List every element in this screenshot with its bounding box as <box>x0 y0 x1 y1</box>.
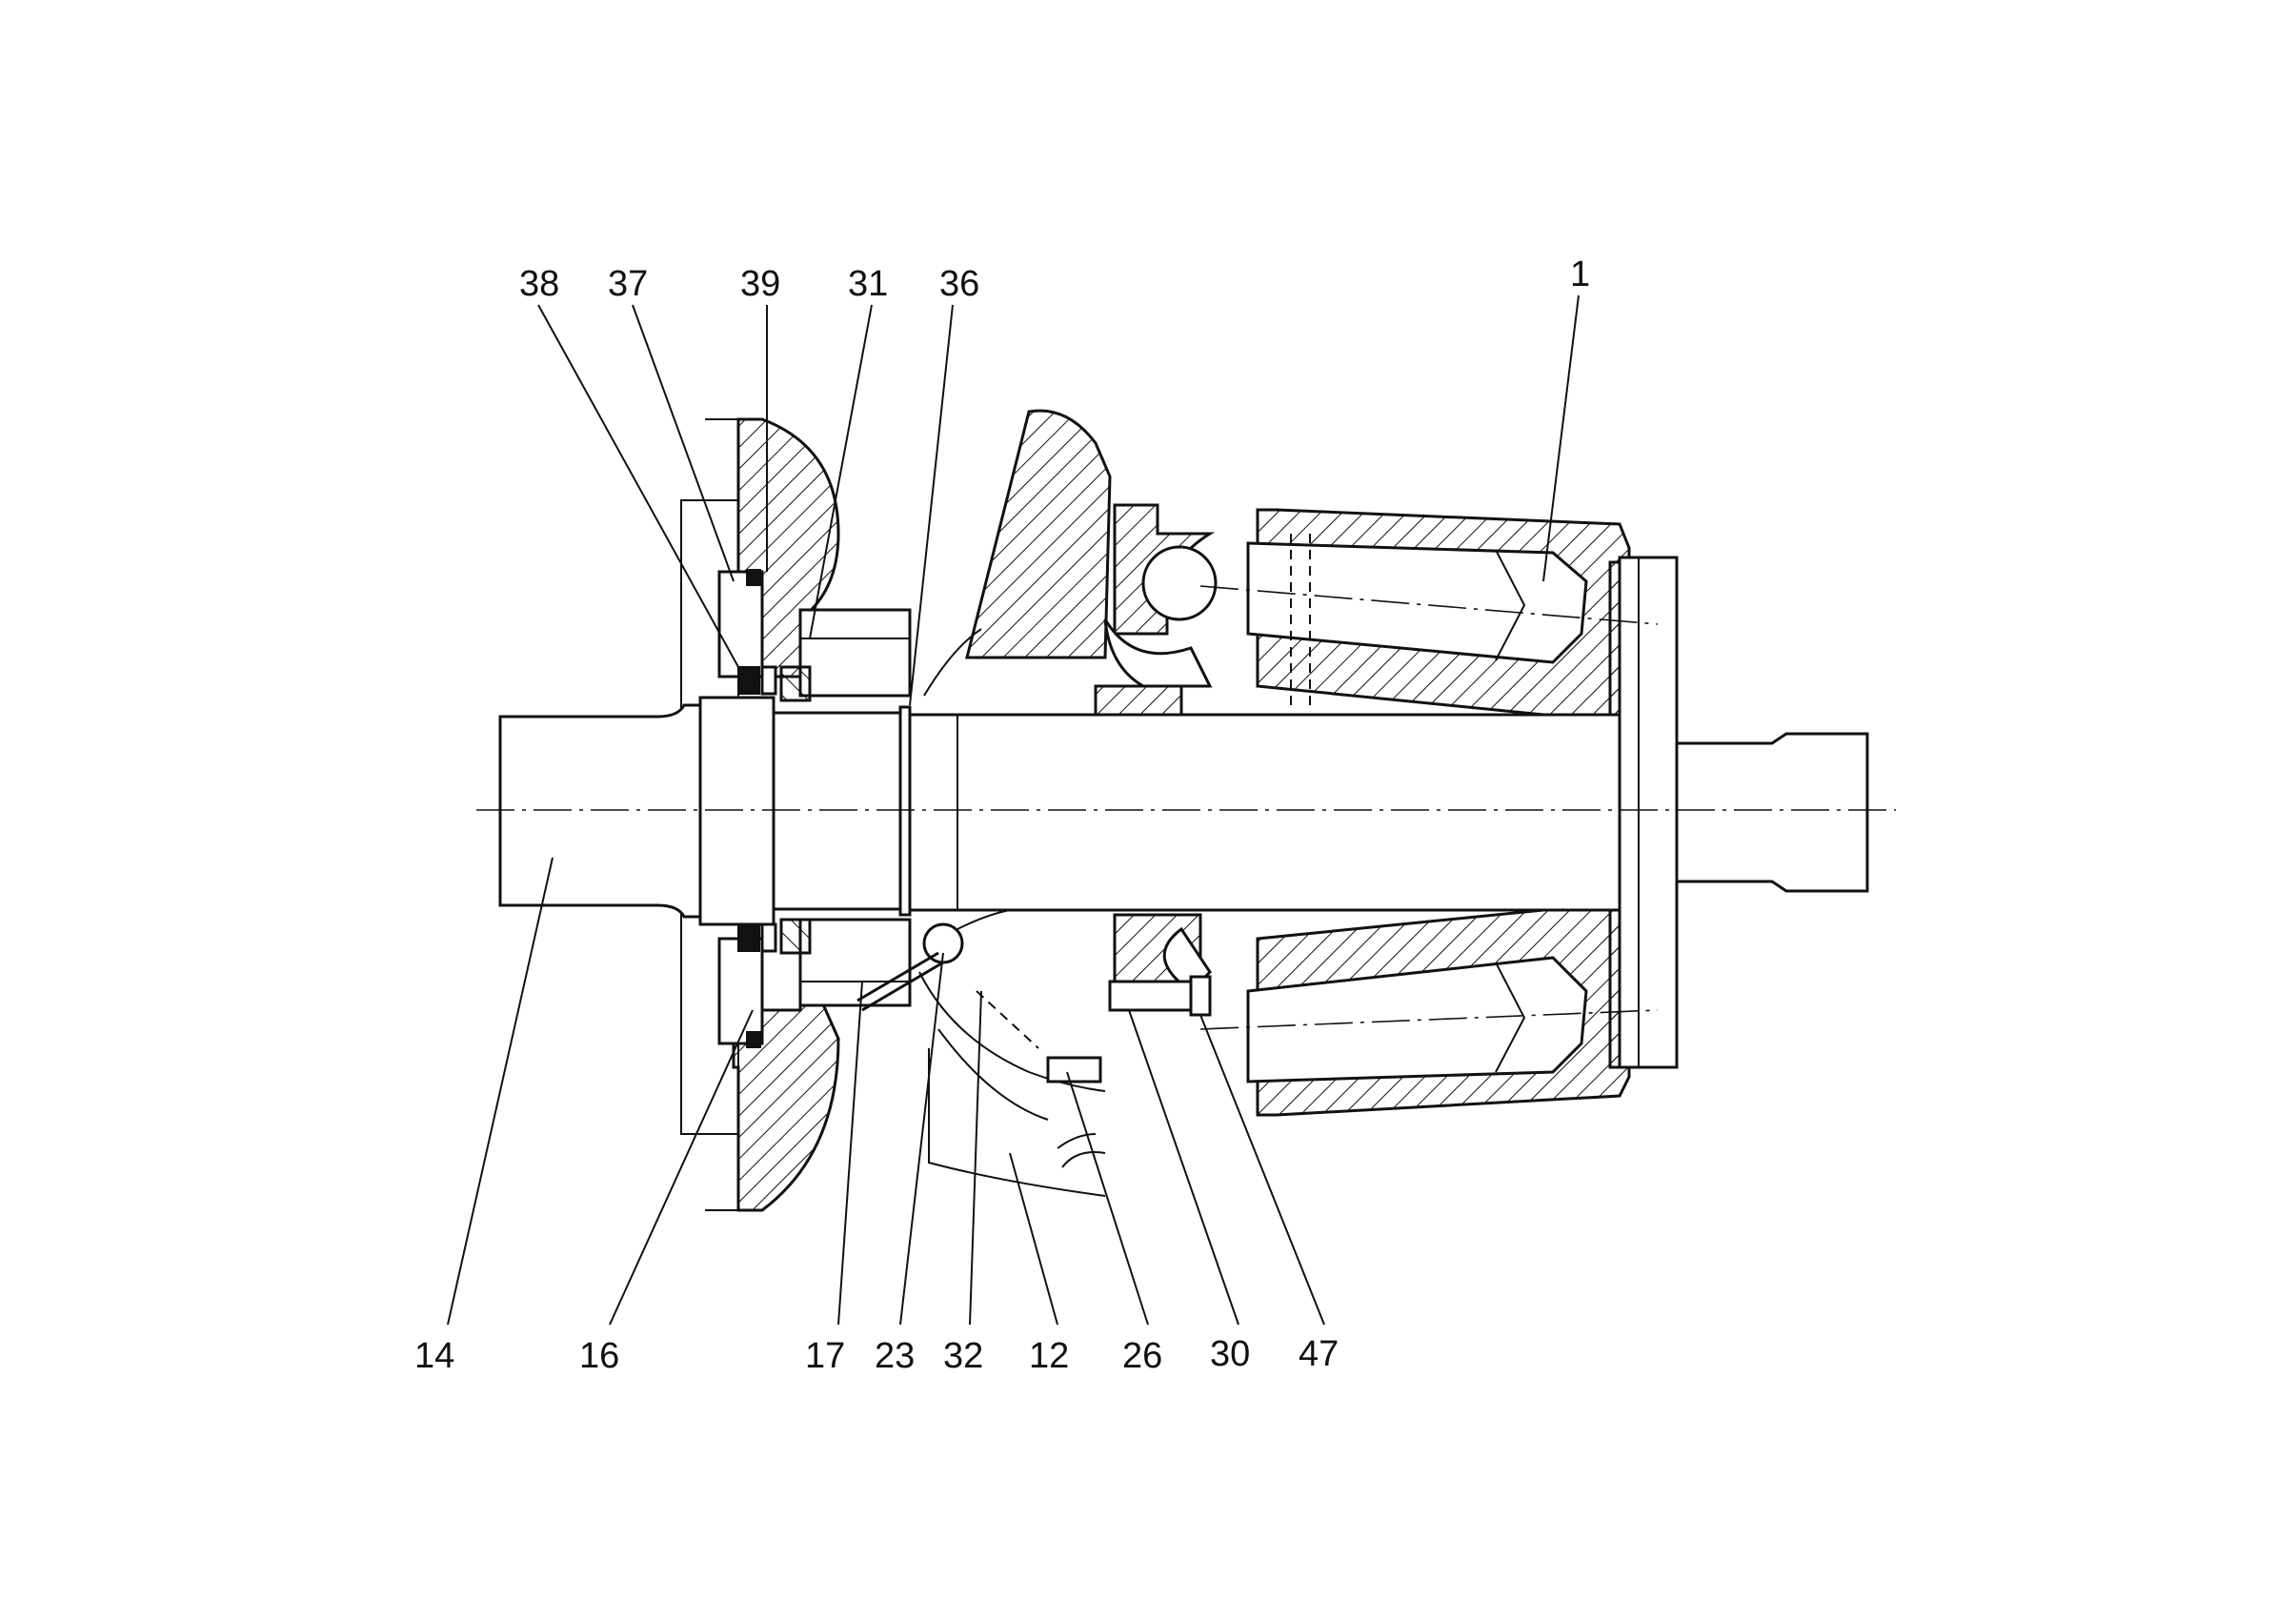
callout-16: 16 <box>579 1336 619 1376</box>
callout-32: 32 <box>943 1336 983 1376</box>
piston-axis-upper <box>1199 585 1659 625</box>
piston-upper <box>1103 534 1588 710</box>
callout-36: 36 <box>939 264 979 304</box>
callout-30: 30 <box>1210 1334 1250 1374</box>
callout-1: 1 <box>1570 254 1590 294</box>
callout-37: 37 <box>608 264 648 304</box>
retainer-ball <box>856 909 1011 1012</box>
callouts-top: 38 37 39 31 36 1 <box>519 254 1590 304</box>
port-plate <box>1618 556 1679 1069</box>
pin <box>1108 975 1212 1017</box>
callout-23: 23 <box>875 1336 915 1376</box>
callout-14: 14 <box>414 1336 454 1376</box>
callout-47: 47 <box>1299 1334 1339 1374</box>
callout-12: 12 <box>1029 1336 1069 1376</box>
leader-lines <box>447 294 1580 1326</box>
callouts-bottom: 14 16 17 23 32 12 26 30 47 <box>414 1334 1339 1376</box>
callout-39: 39 <box>740 264 780 304</box>
swash-plate <box>918 409 1112 1197</box>
shaft-seal-assembly <box>717 569 777 1048</box>
piston-axis-lower <box>1199 1009 1659 1030</box>
callout-17: 17 <box>805 1336 845 1376</box>
callout-31: 31 <box>848 264 888 304</box>
bearing-sleeve <box>779 608 912 1007</box>
callout-38: 38 <box>519 264 559 304</box>
callout-26: 26 <box>1122 1336 1162 1376</box>
